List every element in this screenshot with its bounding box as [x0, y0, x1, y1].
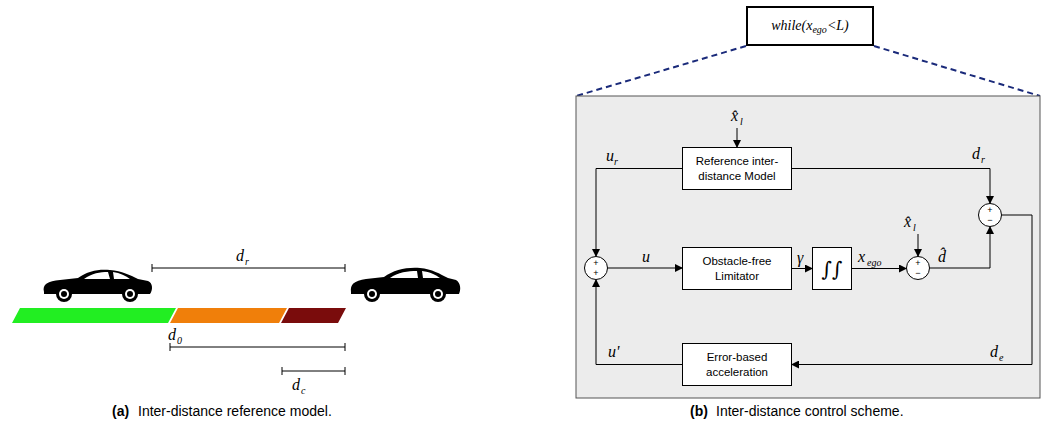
zoom-line: [576, 46, 746, 96]
signal-subscript: 0: [177, 336, 182, 346]
process-box: Obstacle-free Limitator: [682, 247, 792, 290]
sign: −: [979, 216, 1001, 225]
sign: −: [907, 269, 929, 278]
signal-name: d̂: [938, 249, 946, 265]
signal-name: d: [972, 146, 980, 162]
input-arrow: [737, 128, 738, 147]
caption-tag: (a): [112, 403, 129, 419]
node-text: <L): [827, 18, 849, 33]
signal-subscript: c: [301, 386, 305, 396]
process-box: Error-based acceleration: [682, 343, 792, 386]
signal-subscript: ego: [867, 258, 881, 268]
signal-connector: [596, 169, 682, 257]
node-text: ego: [812, 24, 826, 35]
input-arrow: [918, 234, 919, 256]
node-text: Obstacle-free Limitator: [687, 254, 787, 284]
sum-junction: ++: [584, 256, 608, 280]
signal-subscript: l: [740, 117, 743, 127]
sign: +: [979, 206, 1001, 215]
signal-connector: [596, 280, 682, 365]
sum-junction: +−: [906, 256, 930, 280]
caption-tag: (b): [690, 403, 708, 419]
safe-band: [12, 308, 176, 323]
loop-panel: [576, 96, 1040, 398]
warning-band: [170, 308, 287, 323]
signal-name: d: [990, 344, 998, 360]
caption: Inter-distance control scheme.: [716, 403, 904, 419]
signal-name: x̂: [731, 108, 738, 124]
signal-subscript: r: [981, 155, 985, 165]
sign: +: [907, 259, 929, 268]
critical-band: [281, 308, 346, 323]
signal-name: x: [858, 249, 865, 265]
signal-connector: [792, 268, 812, 269]
caption: Inter-distance reference model.: [138, 403, 332, 419]
car: [44, 270, 152, 302]
loop-condition-box: while(xego<L): [746, 6, 874, 46]
signal-name: d: [292, 377, 300, 393]
car: [351, 268, 460, 302]
node-text: while(x: [771, 18, 812, 33]
zoom-line: [874, 46, 1040, 96]
signal-connector: [792, 215, 1032, 365]
node-text: ∫∫: [822, 256, 843, 282]
signal-subscript: r: [245, 257, 249, 267]
dimension-lines: [152, 264, 345, 375]
signal-name: x̂: [904, 214, 911, 230]
signal-name: u: [606, 148, 614, 164]
node-text: Error-based acceleration: [687, 350, 787, 380]
signal-name: γ: [797, 250, 803, 266]
sum-junction: +−: [978, 203, 1002, 227]
signal-name: d: [236, 248, 244, 264]
signal-connector: [608, 268, 682, 269]
signal-subscript: r: [614, 157, 618, 167]
signal-name: u': [608, 344, 619, 360]
signal-connector: [792, 169, 990, 204]
node-text: Reference inter-distance Model: [687, 154, 787, 184]
process-box: Reference inter-distance Model: [682, 147, 792, 190]
signal-subscript: e: [999, 353, 1003, 363]
sign: +: [585, 269, 607, 278]
signal-name: d: [168, 327, 176, 343]
signal-connector: [852, 268, 906, 269]
integrator-box: ∫∫: [812, 247, 852, 290]
signal-name: u: [642, 249, 650, 265]
signal-subscript: l: [913, 223, 916, 233]
signal-connector: [930, 227, 990, 268]
sign: +: [585, 259, 607, 268]
